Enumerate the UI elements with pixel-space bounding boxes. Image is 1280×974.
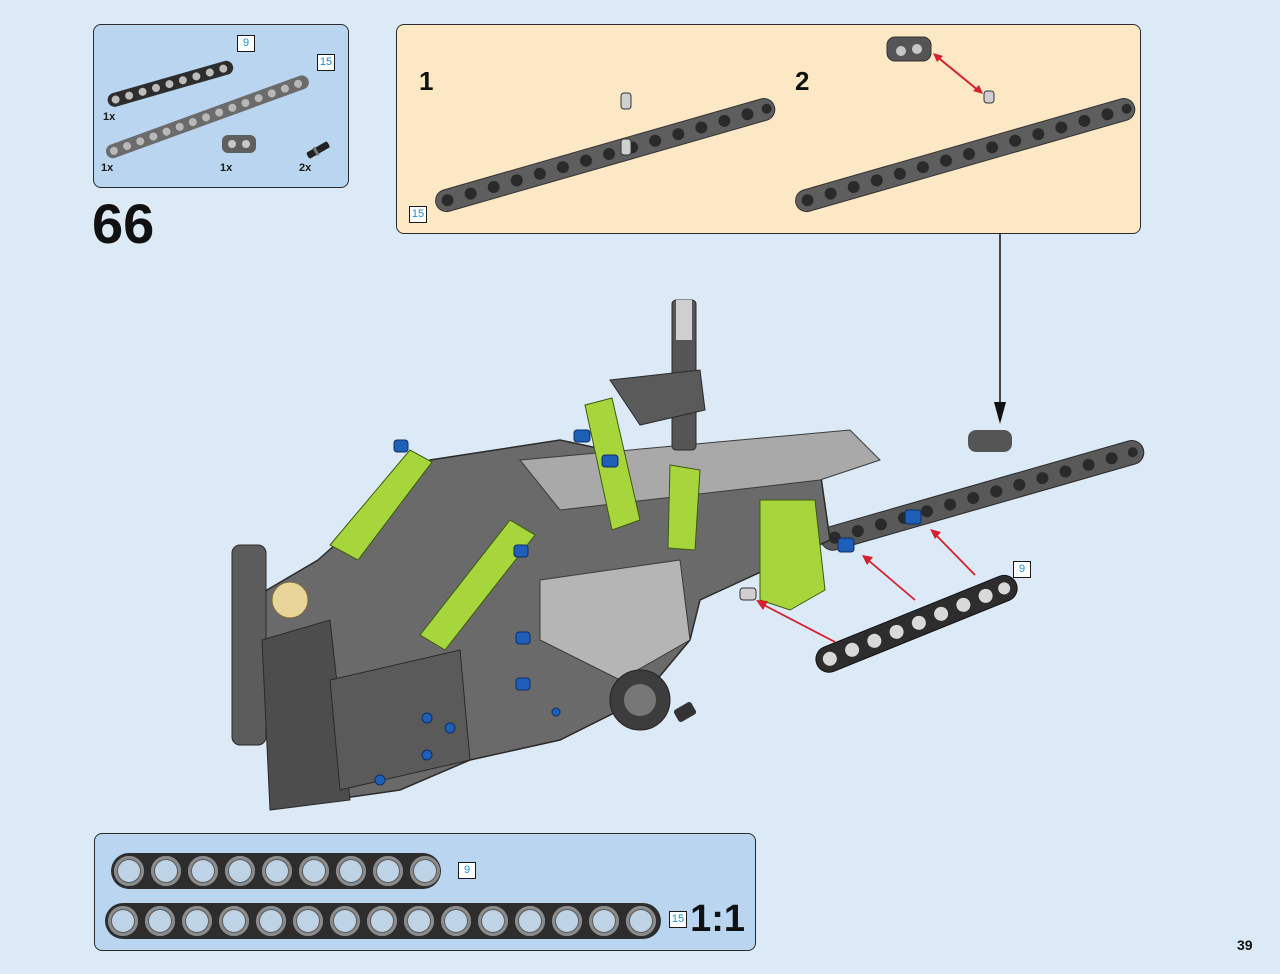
beam-hole [589, 906, 619, 936]
blue-pins-icon [374, 429, 922, 786]
sub-length-label-15: 15 [409, 206, 427, 223]
main-length-label-9: 9 [1013, 561, 1031, 578]
beam-hole [552, 906, 582, 936]
scale-beam-15 [105, 903, 661, 939]
sub-assembly-illustration [435, 36, 1136, 213]
lime-panels-icon [329, 397, 826, 651]
long-gray-beam-icon [820, 440, 1145, 551]
length-label-9: 9 [237, 35, 255, 52]
black-beam-9-icon [107, 60, 234, 107]
beam-hole [410, 856, 440, 886]
page-number: 39 [1237, 937, 1253, 953]
sub-step-1: 1 [419, 66, 434, 96]
incoming-beam-9-icon [815, 574, 1018, 673]
beam-hole [219, 906, 249, 936]
connector-block-icon [222, 135, 256, 153]
beam-hole [188, 856, 218, 886]
down-arrow-icon [994, 234, 1006, 424]
qty-beam-15: 1x [101, 162, 114, 174]
sub-step-2: 2 [795, 66, 810, 96]
connector-on-beam-icon [968, 430, 1012, 452]
beam-hole [336, 856, 366, 886]
scale-ruler-panel: 9 15 1:1 [94, 833, 756, 951]
scale-ratio: 1:1 [690, 898, 745, 940]
beam-hole [151, 856, 181, 886]
beam-hole [256, 906, 286, 936]
beam-hole [330, 906, 360, 936]
length-label-15: 15 [317, 54, 335, 71]
beam-hole [373, 856, 403, 886]
beam-hole [293, 906, 323, 936]
beam-hole [478, 906, 508, 936]
sub-assembly-panel: 1 2 15 [396, 24, 1141, 234]
beam-hole [108, 906, 138, 936]
sub-step-1-beam-icon [435, 98, 776, 213]
sub-step-2-beam-icon [795, 98, 1136, 213]
scale-length-label-9: 9 [458, 862, 476, 879]
beam-hole [367, 906, 397, 936]
sub-step-2-connector-icon [886, 36, 995, 104]
qty-beam-9: 1x [103, 111, 116, 123]
red-arrow-icon [933, 53, 983, 94]
beam-hole [515, 906, 545, 936]
parts-list-illustration [105, 60, 330, 159]
red-insert-arrows-icon [756, 529, 976, 643]
scale-beam-9 [111, 853, 441, 889]
step-number: 66 [92, 192, 155, 255]
beam-hole [182, 906, 212, 936]
qty-pin: 2x [299, 162, 312, 174]
beam-hole [114, 856, 144, 886]
sub-step-1-pins-icon [620, 92, 632, 156]
beam-hole [225, 856, 255, 886]
beam-hole [626, 906, 656, 936]
beam-hole [299, 856, 329, 886]
qty-connector: 1x [220, 162, 233, 174]
beam-hole [145, 906, 175, 936]
pin-axle-icon [306, 141, 330, 159]
beam-hole [404, 906, 434, 936]
parts-list-callout: 9 15 1x 1x 1x 2x [93, 24, 349, 188]
pin-gray-icon [739, 587, 757, 601]
gray-beam-15-icon [105, 75, 309, 159]
beam-hole [441, 906, 471, 936]
scale-length-label-15: 15 [669, 911, 687, 928]
beam-hole [262, 856, 292, 886]
